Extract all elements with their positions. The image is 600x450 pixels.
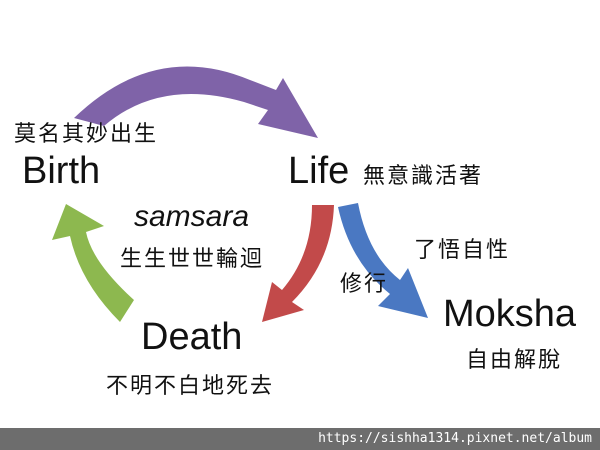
life-label: Life xyxy=(288,150,350,192)
samsara-label: samsara xyxy=(134,200,250,233)
death-label: Death xyxy=(141,316,243,358)
practice-label: 修行 xyxy=(340,272,389,297)
life-note: 無意識活著 xyxy=(363,164,484,189)
moksha-label: Moksha xyxy=(443,293,577,335)
watermark-bar: https://sishha1314.pixnet.net/album xyxy=(0,428,600,450)
moksha-note: 自由解脫 xyxy=(466,348,563,373)
watermark-url: https://sishha1314.pixnet.net/album xyxy=(318,431,592,446)
death-note: 不明不白地死去 xyxy=(106,374,275,399)
arrow-death-to-birth xyxy=(52,204,134,322)
birth-note: 莫名其妙出生 xyxy=(14,122,159,147)
arrow-life-to-moksha xyxy=(338,203,428,318)
samsara-note: 生生世世輪迴 xyxy=(120,247,265,272)
birth-label: Birth xyxy=(22,150,101,192)
realize-self-label: 了悟自性 xyxy=(414,238,511,263)
arrow-birth-to-life xyxy=(74,66,318,138)
arrow-life-to-death xyxy=(262,205,334,322)
